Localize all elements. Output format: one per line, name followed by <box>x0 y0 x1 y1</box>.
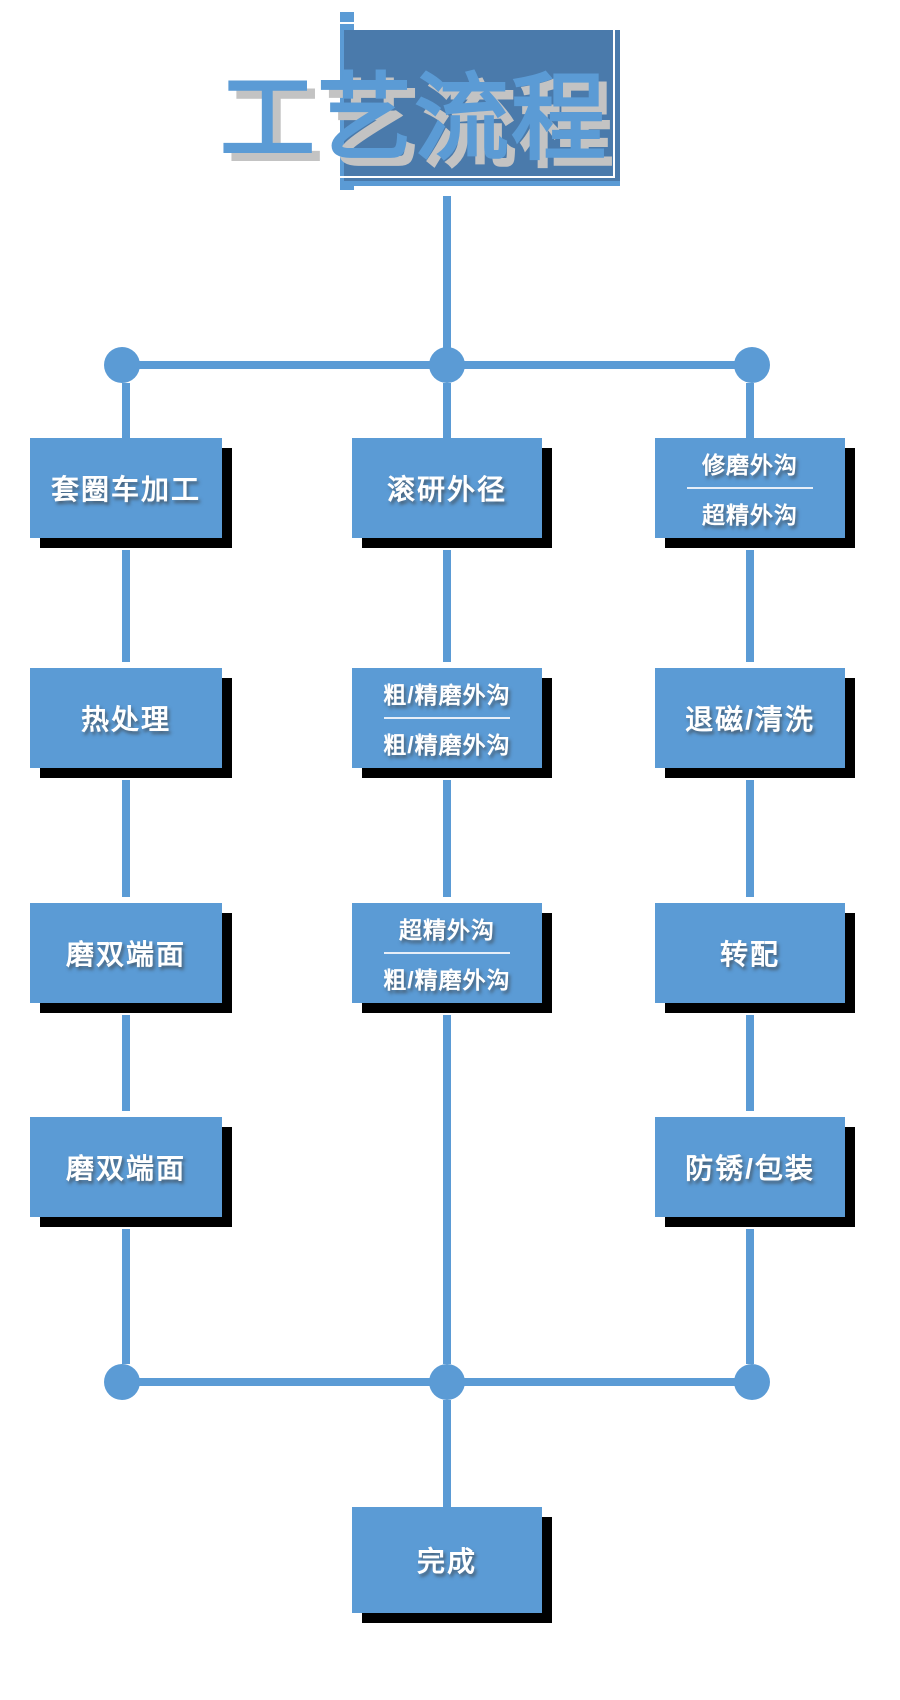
connector-center-0 <box>443 383 451 438</box>
connector-left-3 <box>122 1015 130 1111</box>
flow-box-complete: 完成 <box>352 1507 542 1613</box>
flow-box-label: 热处理 <box>80 704 171 735</box>
connector-left-1 <box>122 550 130 662</box>
connector-center-1 <box>443 550 451 662</box>
box-divider <box>384 717 510 719</box>
flow-box-label: 滚研外径 <box>386 474 507 505</box>
flow-box-label: 套圈车加工 <box>50 474 201 505</box>
box-divider <box>384 952 510 954</box>
junction-node-bottom-center <box>429 1364 465 1400</box>
flow-box-label: 转配 <box>719 939 780 970</box>
flow-box-ring-turning: 套圈车加工 <box>30 438 222 538</box>
flow-box-grind-faces-1: 磨双端面 <box>30 903 222 1003</box>
flow-box-label: 磨双端面 <box>65 1153 186 1184</box>
flow-box-regrind-superfinish-groove: 修磨外沟 超精外沟 <box>655 438 845 538</box>
title-banner <box>344 30 620 186</box>
junction-node-bottom-left <box>104 1364 140 1400</box>
page-title: 工艺流程 <box>220 66 609 172</box>
junction-node-bottom-right <box>734 1364 770 1400</box>
connector-final <box>443 1400 451 1507</box>
connector-right-4 <box>746 1229 754 1364</box>
box-divider <box>687 487 813 489</box>
flow-box-label-line1: 粗/精磨外沟 <box>383 682 511 708</box>
connector-left-2 <box>122 780 130 897</box>
junction-node-top-left <box>104 347 140 383</box>
connector-center-3 <box>443 1015 451 1364</box>
connector-right-0 <box>746 383 754 438</box>
flow-box-label-line2: 粗/精磨外沟 <box>383 967 511 993</box>
flow-box-grind-faces-2: 磨双端面 <box>30 1117 222 1217</box>
connector-title-down <box>443 196 451 348</box>
flow-box-label: 退磁/清洗 <box>685 704 815 735</box>
flow-box-heat-treatment: 热处理 <box>30 668 222 768</box>
junction-node-top-center <box>429 347 465 383</box>
flow-box-rough-fine-grind-groove: 粗/精磨外沟 粗/精磨外沟 <box>352 668 542 768</box>
flow-box-rustproof-packaging: 防锈/包装 <box>655 1117 845 1217</box>
connector-left-4 <box>122 1229 130 1364</box>
junction-node-top-right <box>734 347 770 383</box>
flow-box-demagnetize-clean: 退磁/清洗 <box>655 668 845 768</box>
flow-box-label-line1: 修磨外沟 <box>702 452 798 478</box>
flow-box-label: 完成 <box>416 1546 477 1577</box>
title-outline <box>333 22 615 178</box>
flow-box-label-line1: 超精外沟 <box>399 917 495 943</box>
flow-box-roll-lap-od: 滚研外径 <box>352 438 542 538</box>
connector-right-3 <box>746 1015 754 1111</box>
connector-center-2 <box>443 780 451 897</box>
flow-box-label-line2: 超精外沟 <box>702 502 798 528</box>
flow-box-assembly: 转配 <box>655 903 845 1003</box>
flow-box-label: 磨双端面 <box>65 939 186 970</box>
connector-right-2 <box>746 780 754 897</box>
flow-box-superfinish-groove: 超精外沟 粗/精磨外沟 <box>352 903 542 1003</box>
connector-right-1 <box>746 550 754 662</box>
flow-box-label: 防锈/包装 <box>685 1153 815 1184</box>
flow-box-label-line2: 粗/精磨外沟 <box>383 732 511 758</box>
connector-left-0 <box>122 383 130 438</box>
